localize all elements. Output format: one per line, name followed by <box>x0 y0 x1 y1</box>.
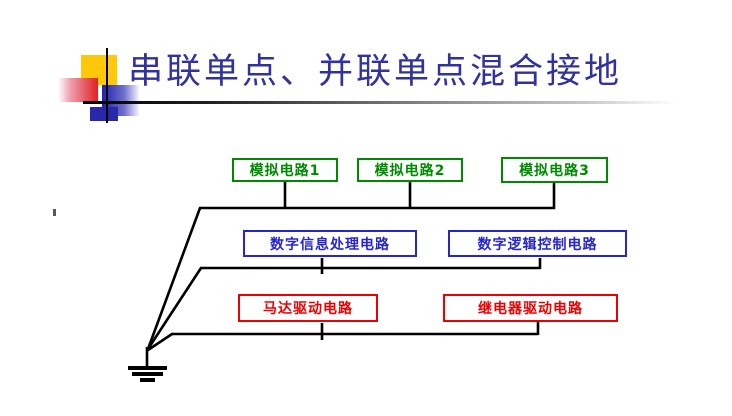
analog-circuit-2-label: 模拟电路2 <box>374 163 446 179</box>
analog-circuit-3-label: 模拟电路3 <box>519 163 590 179</box>
analog-circuit-3-box: 模拟电路3 <box>501 157 608 183</box>
motor-drive-box: 马达驱动电路 <box>238 294 378 322</box>
analog-circuit-1-label: 模拟电路1 <box>249 163 321 179</box>
relay-drive-box: 继电器驱动电路 <box>443 294 618 322</box>
earth-ground-icon <box>128 366 167 382</box>
ground-diagonal-analog <box>146 206 202 351</box>
decoration-blue-square-small <box>90 107 118 121</box>
decoration-vertical-line <box>106 48 108 123</box>
slide-title: 串联单点、并联单点混合接地 <box>128 52 623 91</box>
motor-drive-label: 马达驱动电路 <box>263 301 353 317</box>
digital-info-processing-label: 数字信息处理电路 <box>270 236 390 253</box>
stray-mark <box>53 209 56 216</box>
digital-logic-control-box: 数字逻辑控制电路 <box>448 230 627 257</box>
relay-drive-label: 继电器驱动电路 <box>478 301 583 317</box>
ground-diagonal-driver <box>146 332 174 352</box>
digital-logic-control-label: 数字逻辑控制电路 <box>477 236 598 253</box>
analog-circuit-1-box: 模拟电路1 <box>232 158 338 182</box>
title-underline <box>83 101 675 104</box>
analog-circuit-2-box: 模拟电路2 <box>357 158 463 182</box>
ground-diagonal-digital <box>146 266 203 351</box>
decoration-red-square <box>58 78 98 102</box>
digital-info-processing-box: 数字信息处理电路 <box>243 230 417 257</box>
